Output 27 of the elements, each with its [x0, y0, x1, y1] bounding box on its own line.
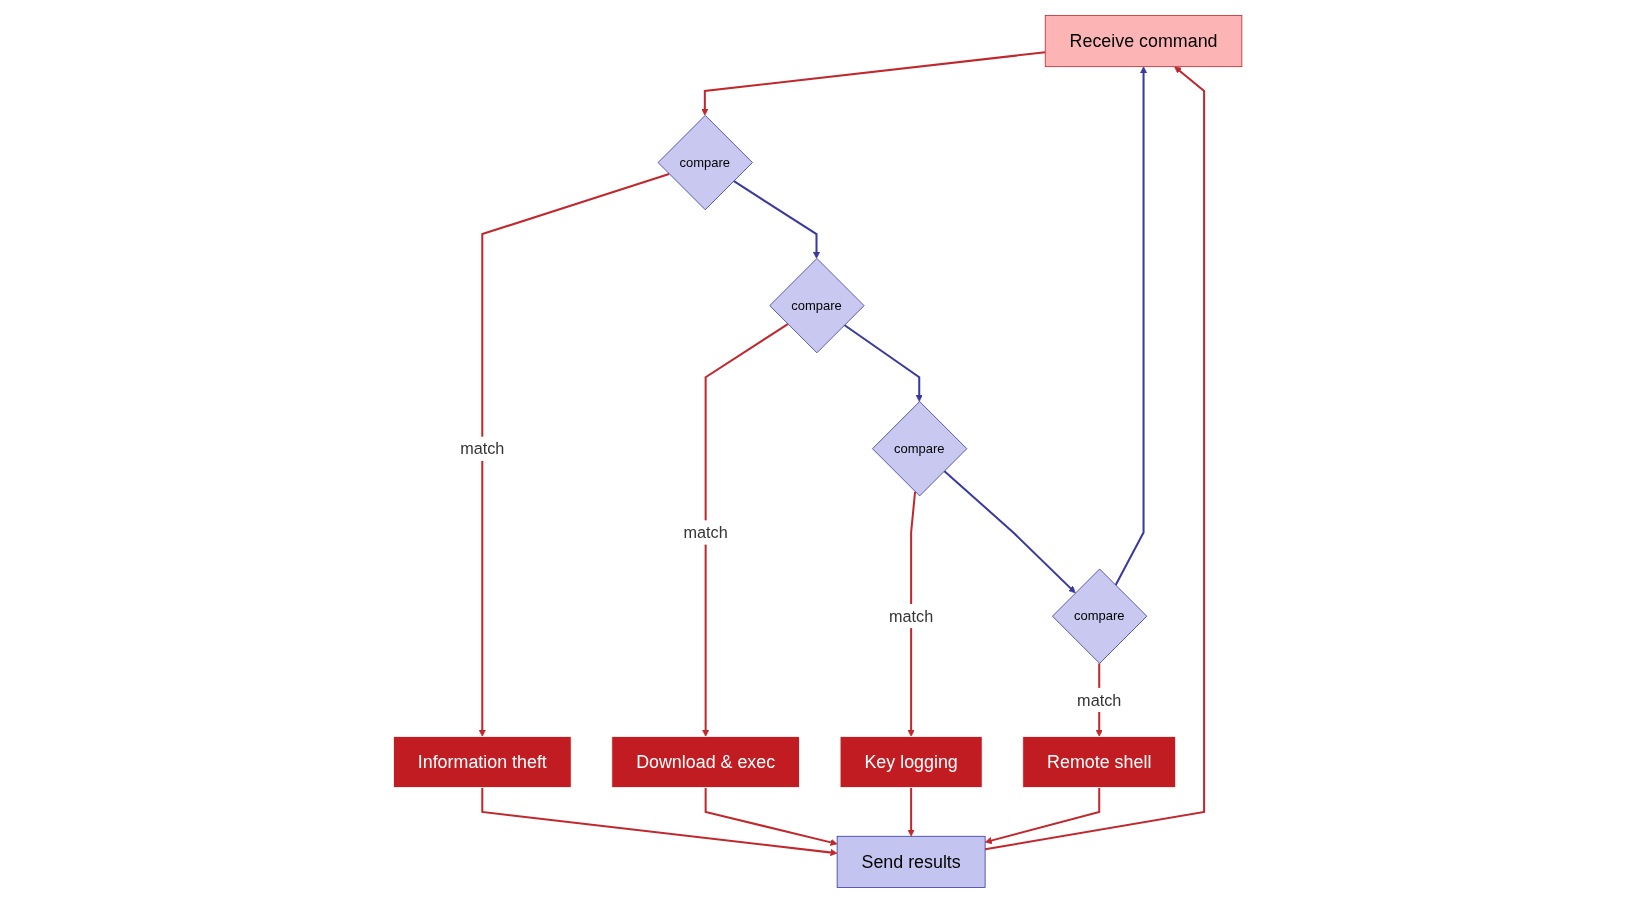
- arrow: [701, 51, 1046, 116]
- node-diamond: compare: [1052, 568, 1148, 664]
- arrow: [844, 324, 924, 402]
- arrow: [479, 173, 670, 737]
- node-box: Key logging: [840, 736, 983, 788]
- edge-label: match: [460, 439, 505, 458]
- node-diamond: compare: [872, 401, 968, 497]
- arrow: [907, 787, 916, 837]
- node-box: Receive command: [1045, 15, 1243, 68]
- arrow: [733, 180, 821, 259]
- arrow: [705, 787, 838, 846]
- edge-label: match: [1077, 691, 1122, 709]
- node-box: Remote shell: [1022, 736, 1177, 788]
- node-box: Download & exec: [611, 736, 801, 788]
- arrow: [481, 787, 838, 857]
- edge-label: match: [889, 607, 934, 626]
- arrow: [702, 323, 789, 737]
- edge-label: match: [683, 523, 729, 542]
- arrow: [985, 787, 1101, 845]
- node-box: Information theft: [393, 736, 572, 788]
- node-box: Send results: [837, 835, 986, 888]
- node-diamond: compare: [658, 115, 754, 211]
- arrow: [907, 491, 917, 737]
- node-diamond: compare: [769, 258, 865, 354]
- arrow: [943, 470, 1076, 594]
- arrow: [985, 66, 1206, 851]
- arrow: [1115, 66, 1148, 586]
